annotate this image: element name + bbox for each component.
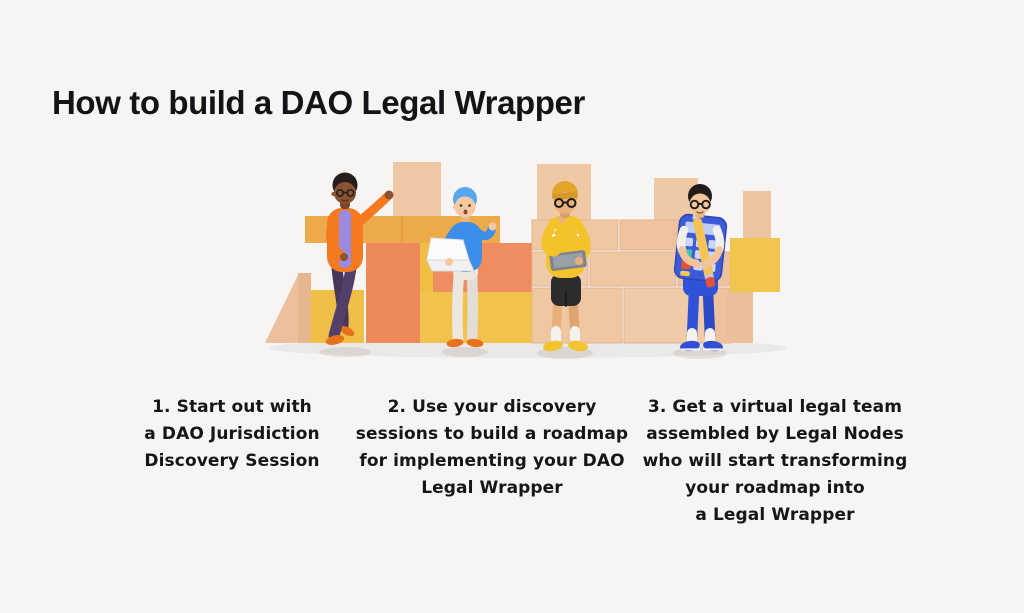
block-orange-pillar (366, 241, 420, 343)
character-orange-jacket (319, 172, 394, 357)
block-wedge (265, 275, 298, 343)
step-line: 3. Get a virtual legal team (647, 397, 903, 417)
step-line: 2. Use your discovery (387, 397, 597, 417)
step-line: 1. Start out with (152, 397, 312, 417)
character-shadow (442, 347, 488, 357)
block-cube-a (393, 162, 441, 216)
block-cube-d (743, 191, 771, 238)
step-line: a Legal Wrapper (695, 505, 855, 525)
glasses-icon (554, 198, 577, 208)
block-peach-small-right (725, 292, 753, 343)
step-2-text: 2. Use your discovery sessions to build a… (346, 394, 638, 502)
step-line: a DAO Jurisdiction (144, 424, 320, 444)
illustration (265, 162, 788, 359)
step-line: sessions to build a roadmap (355, 424, 629, 444)
glasses-icon (336, 188, 355, 197)
step-line: your roadmap into (685, 478, 865, 498)
character-shadow (319, 347, 371, 357)
character-calculator-pencil (673, 184, 728, 359)
character-yellow-sweater-tablet (537, 181, 593, 359)
step-line: assembled by Legal Nodes (646, 424, 904, 444)
step-line: who will start transforming (642, 451, 908, 471)
step-line: Discovery Session (144, 451, 320, 471)
laptop-icon (426, 237, 475, 272)
page-title: How to build a DAO Legal Wrapper (52, 84, 585, 121)
tablet-icon (549, 250, 587, 271)
step-line: Legal Wrapper (421, 478, 563, 498)
block-peach-pillar (298, 273, 311, 343)
step-3-text: 3. Get a virtual legal team assembled by … (628, 394, 922, 529)
step-line: for implementing your DAO (359, 451, 625, 471)
block-yellow-right (730, 238, 780, 292)
character-blue-hair-laptop (426, 187, 497, 357)
glasses-icon (689, 199, 711, 210)
